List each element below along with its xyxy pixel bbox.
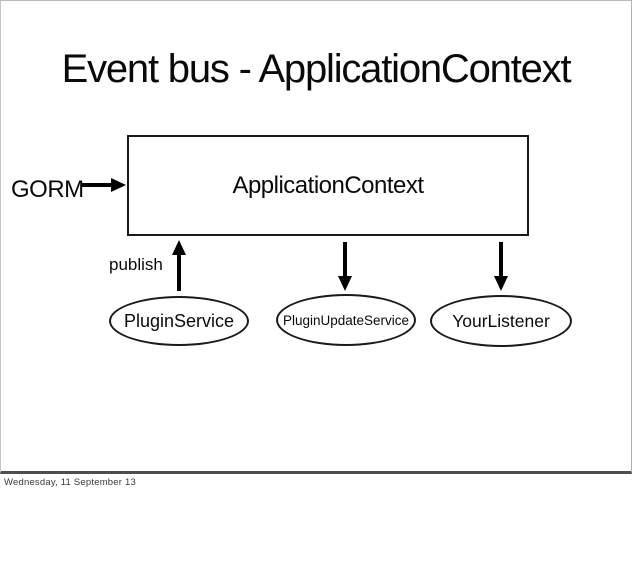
publish-arrow-label: publish	[109, 255, 163, 274]
node-plugin-service: PluginService	[109, 296, 249, 346]
arrow-down-icon	[494, 242, 508, 291]
application-context-box: ApplicationContext	[127, 135, 529, 236]
slide-date-stamp: Wednesday, 11 September 13	[4, 477, 136, 488]
arrow-right-icon	[81, 178, 126, 192]
application-context-box-label: ApplicationContext	[232, 171, 424, 199]
presentation-slide: Event bus - ApplicationContext	[0, 0, 632, 474]
gorm-source-label: GORM	[11, 176, 84, 203]
node-label: YourListener	[452, 310, 550, 331]
arrow-down-icon	[338, 242, 352, 291]
node-your-listener: YourListener	[430, 295, 572, 347]
arrow-up-icon	[172, 240, 186, 291]
node-label: PluginUpdateService	[282, 312, 410, 328]
slide-title: Event bus - ApplicationContext	[61, 47, 572, 91]
node-label: PluginService	[123, 310, 235, 331]
node-plugin-update-service: PluginUpdateService	[276, 294, 416, 346]
